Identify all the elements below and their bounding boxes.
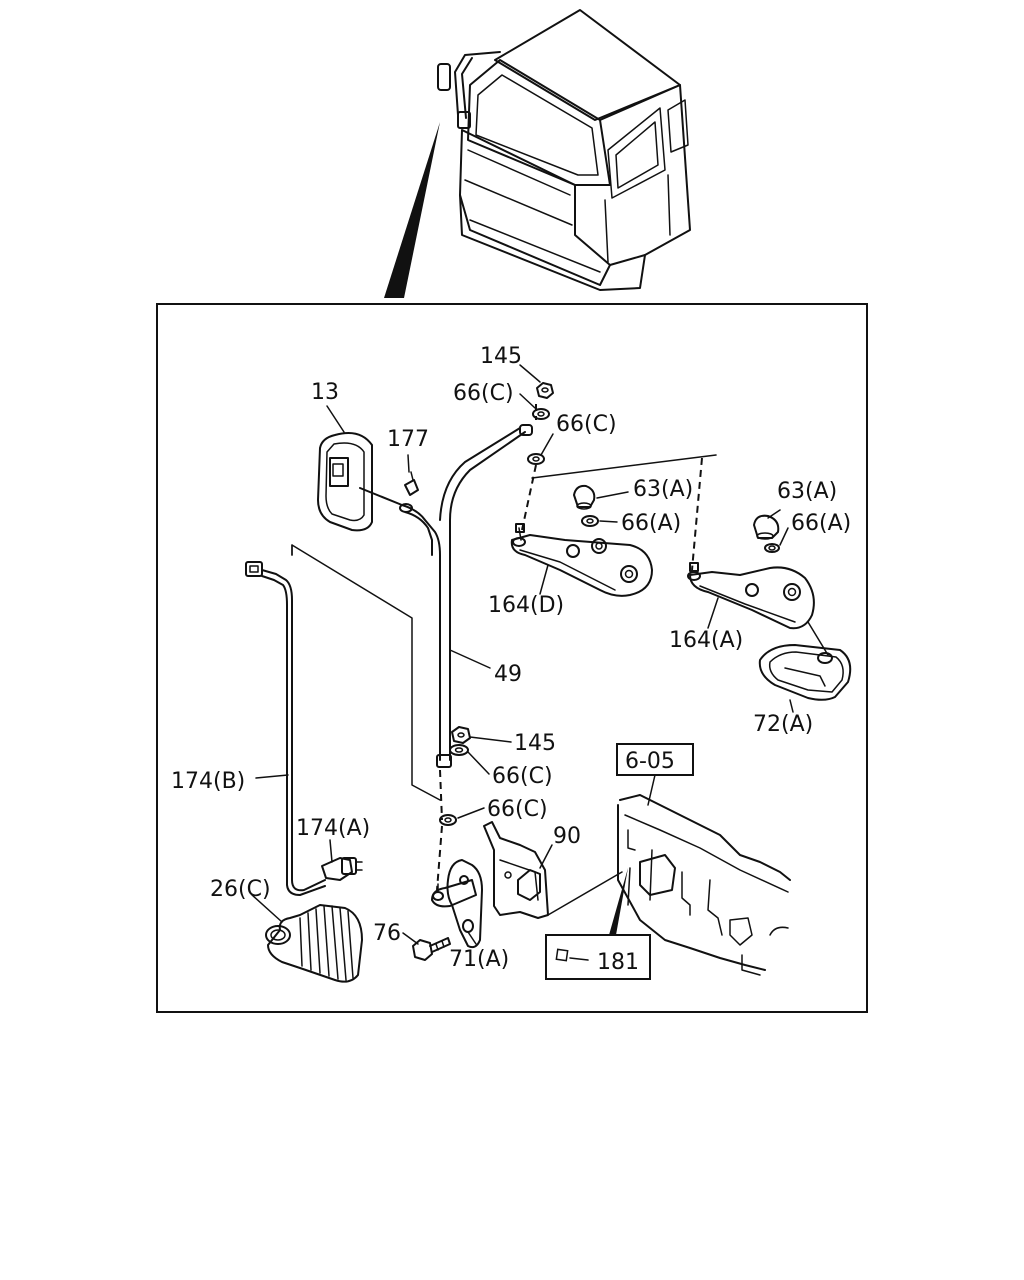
ref-181-box: 181	[545, 934, 651, 980]
callout-90: 90	[553, 824, 581, 849]
callout-26c: 26(C)	[210, 877, 271, 902]
callout-66a-left: 66(A)	[621, 511, 681, 536]
washer-66a-left	[581, 515, 599, 527]
square-mark-icon	[555, 948, 569, 962]
cover-72a	[758, 621, 852, 701]
callout-174b: 174(B)	[171, 769, 245, 794]
washer-66c-top	[532, 408, 550, 420]
leader-lines	[251, 364, 794, 945]
reference-line	[291, 544, 441, 801]
callout-66c-a: 66(C)	[453, 381, 514, 406]
nut-145-top	[536, 382, 554, 399]
clip-177	[404, 471, 419, 496]
mirror-head-13	[317, 432, 373, 532]
bracket-90	[483, 821, 549, 919]
pointer-wedge	[609, 868, 628, 935]
callout-164d: 164(D)	[488, 593, 564, 618]
callout-177: 177	[387, 427, 429, 452]
callout-63a-right: 63(A)	[777, 479, 837, 504]
ref-181-label: 181	[597, 950, 639, 975]
mirror-stay-49	[359, 424, 533, 768]
cap-nut-63a-left	[573, 484, 596, 510]
truck-cab-overview	[384, 9, 691, 298]
callout-66a-right: 66(A)	[791, 511, 851, 536]
assembly-line	[691, 457, 703, 571]
section-ref-box[interactable]: 6-05	[616, 743, 694, 776]
boot-26c	[265, 904, 363, 983]
callout-66c-d: 66(C)	[487, 797, 548, 822]
bracket-164d	[510, 523, 653, 597]
callout-63a-left: 63(A)	[633, 477, 693, 502]
harness-174b	[245, 561, 363, 896]
callout-66c-b: 66(C)	[556, 412, 617, 437]
washer-66c-mid	[527, 453, 545, 465]
leader-line	[647, 774, 656, 806]
assembly-line	[439, 769, 443, 821]
callout-145-top: 145	[480, 344, 522, 369]
callout-145-bottom: 145	[514, 731, 556, 756]
callout-71a: 71(A)	[449, 947, 509, 972]
callout-72a: 72(A)	[753, 712, 813, 737]
leader-line	[547, 871, 623, 916]
cap-nut-63a-right	[753, 514, 780, 540]
washer-66c-lower	[449, 744, 469, 756]
bracket-71a	[431, 859, 483, 949]
washer-66c-bottom	[439, 814, 457, 826]
section-ref-label: 6-05	[625, 749, 675, 774]
assembly-line	[521, 464, 537, 531]
callout-66c-c: 66(C)	[492, 764, 553, 789]
bracket-164a	[687, 562, 815, 630]
bolt-76	[412, 937, 451, 961]
callout-164a: 164(A)	[669, 628, 743, 653]
assembly-line	[436, 825, 443, 891]
callout-49: 49	[494, 662, 522, 687]
washer-66a-right	[764, 543, 780, 553]
callout-76: 76	[373, 921, 401, 946]
detail-frame	[156, 303, 868, 1013]
frame-member	[617, 794, 791, 976]
nut-145-bottom	[451, 726, 471, 744]
callout-174a: 174(A)	[296, 816, 370, 841]
callout-13: 13	[311, 380, 339, 405]
reference-line	[531, 454, 717, 479]
